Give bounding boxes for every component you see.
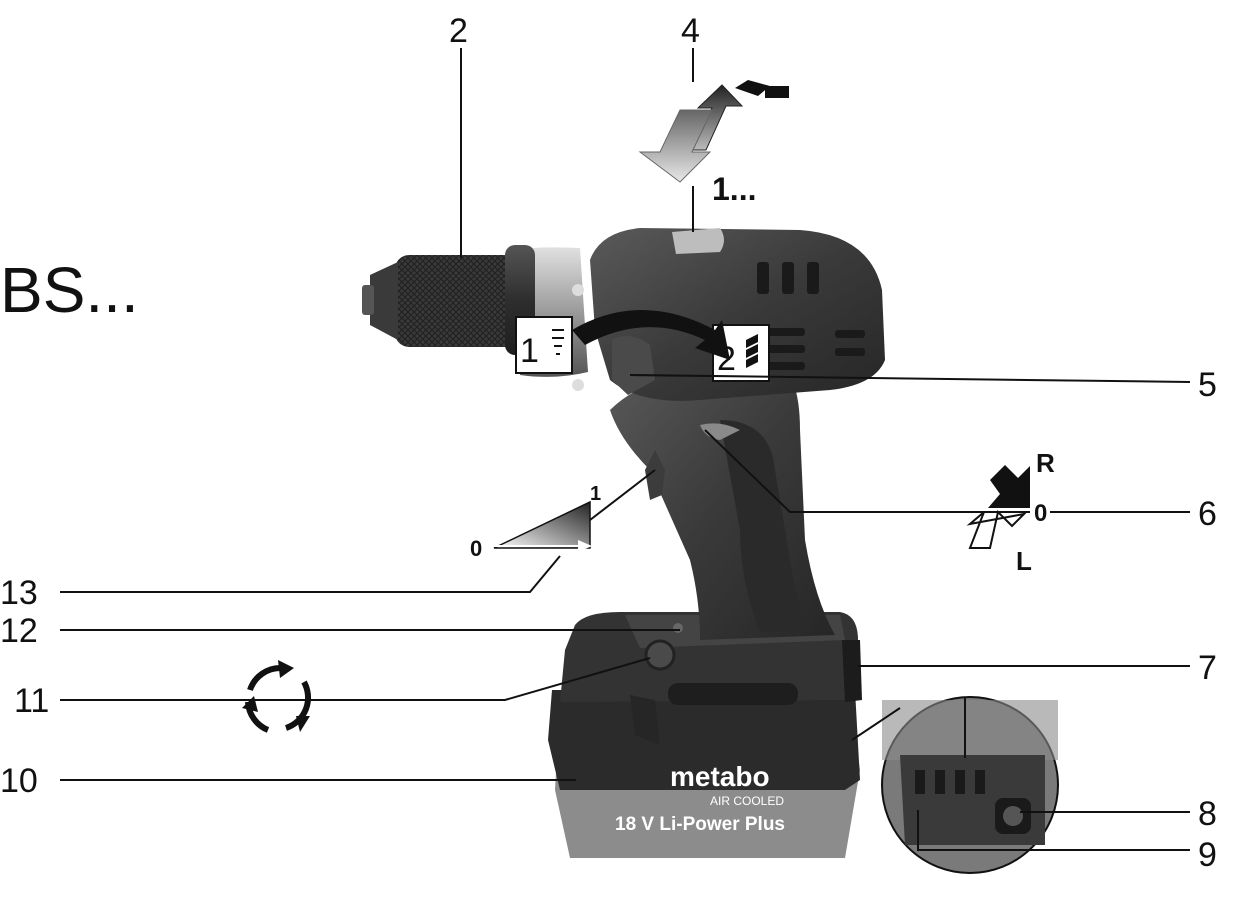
battery-subtitle-label: AIR COOLED: [710, 794, 784, 808]
callout-10: 10: [0, 762, 38, 800]
callout-6: 6: [1198, 495, 1217, 533]
keyless-chuck: [362, 245, 535, 355]
direction-neutral-label: 0: [1034, 500, 1047, 527]
trigger-max-label: 1: [590, 483, 601, 505]
direction-right-arrow: [988, 465, 1030, 508]
direction-right-label: R: [1036, 448, 1055, 478]
direction-left-label: L: [1016, 546, 1032, 576]
callout-5: 5: [1198, 366, 1217, 404]
callout-7: 7: [1198, 649, 1217, 687]
gear-one-box: 1: [515, 316, 573, 374]
capacity-indicator-button: [644, 639, 676, 671]
gear-down-arrow: [638, 109, 713, 183]
battery-model-label: 18 V Li-Power Plus: [615, 814, 785, 835]
mode-selector-ring: [612, 336, 655, 395]
screw-icon: [552, 329, 564, 355]
trigger-min-label: 0: [470, 536, 482, 561]
callout-2: 2: [449, 12, 468, 50]
handle-grip: [610, 360, 835, 640]
model-title: BS...: [0, 254, 139, 326]
direction-left-arrow: [966, 510, 1027, 549]
callout-13: 13: [0, 574, 38, 612]
drill-illustration: metabo AIR COOLED 18 V Li-Power Plus: [362, 228, 1059, 874]
callout-12: 12: [0, 612, 38, 650]
gear-one-label: 1: [520, 332, 539, 370]
battery-pack: metabo AIR COOLED 18 V Li-Power Plus: [548, 612, 862, 858]
callout-9: 9: [1198, 836, 1217, 874]
battery-release-button: [842, 640, 862, 702]
gear-indicator-label: 1...: [712, 171, 756, 207]
callout-8: 8: [1198, 795, 1217, 833]
callout-11: 11: [14, 682, 49, 720]
status-light: [673, 623, 683, 633]
trigger-wedge-icon: [493, 500, 592, 552]
gear-selector: [672, 228, 724, 254]
drill-bit-icon: [735, 80, 789, 98]
drill-icon: [746, 334, 758, 368]
callout-4: 4: [681, 12, 700, 50]
trigger-switch: [645, 450, 665, 500]
leader-lines: [60, 48, 1191, 851]
gear-up-arrow: [689, 84, 744, 151]
detail-magnifier: [851, 696, 1059, 874]
battery-brand-label: metabo: [670, 761, 770, 792]
mode-change-arrow: [572, 310, 730, 360]
